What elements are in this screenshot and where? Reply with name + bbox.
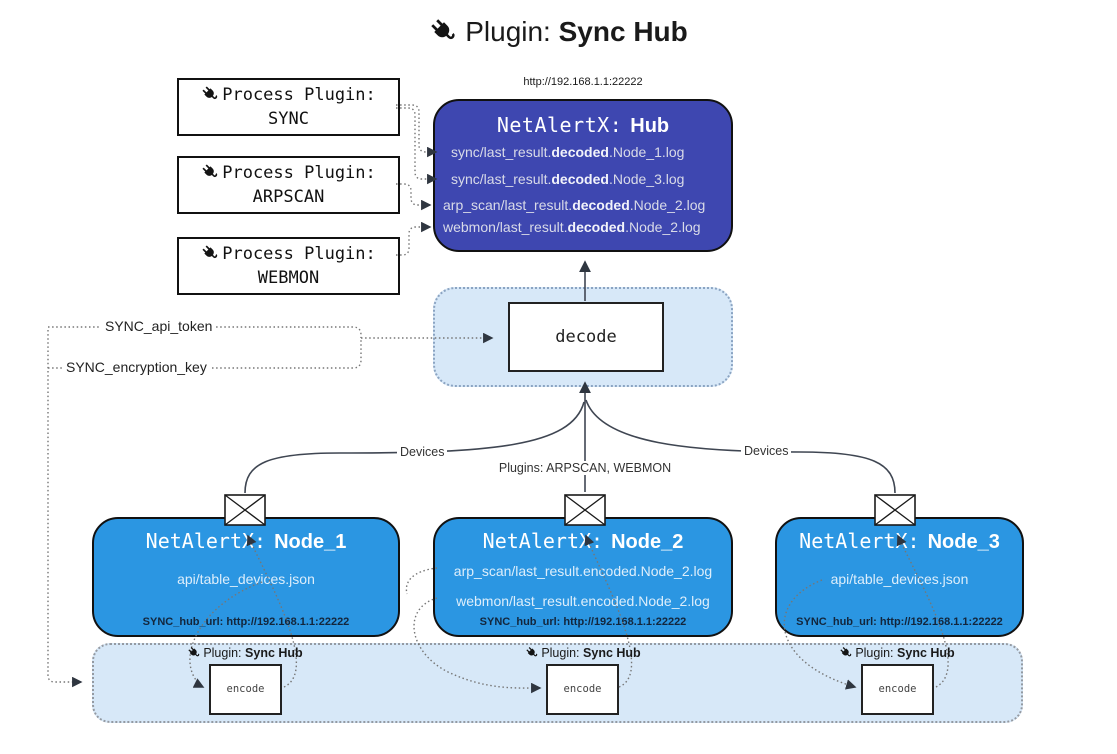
- log-suffix: .Node_2.log: [629, 197, 706, 213]
- band-plugin-label: Plugin: Sync Hub: [187, 646, 303, 660]
- node-title: NetAlertX: Node_1: [94, 529, 398, 554]
- node-hub-url: SYNC_hub_url: http://192.168.1.1:22222: [142, 616, 350, 628]
- process-plugin-label: Process Plugin:: [179, 242, 398, 266]
- band-plugin-label-name: Sync Hub: [583, 646, 641, 660]
- node-title: NetAlertX: Node_2: [435, 529, 731, 554]
- node-title-name: Node_3: [927, 531, 1000, 553]
- node-title: NetAlertX: Node_3: [777, 529, 1022, 554]
- band-plugin-label-name: Sync Hub: [897, 646, 955, 660]
- process-plugin-name: ARPSCAN: [252, 187, 325, 207]
- band-plugin-label-prefix: Plugin:: [855, 646, 894, 660]
- plug-icon: [525, 646, 539, 660]
- node-title-prefix: NetAlertX:: [799, 529, 920, 553]
- hub-log-line: arp_scan/last_result.decoded.Node_2.log: [443, 197, 727, 213]
- hub-log-line: sync/last_result.decoded.Node_1.log: [451, 144, 727, 160]
- sync-api-token-label: SYNC_api_token: [101, 318, 217, 334]
- log-prefix: sync/last_result.: [451, 144, 552, 160]
- band-plugin-label: Plugin: Sync Hub: [839, 646, 955, 660]
- plug-icon: [429, 17, 459, 47]
- node-title-prefix: NetAlertX:: [482, 529, 604, 553]
- hub-url-label: http://192.168.1.1:22222: [523, 76, 643, 88]
- log-bold: decoded: [551, 171, 609, 187]
- node-content-line: api/table_devices.json: [830, 571, 969, 587]
- plug-icon: [201, 163, 220, 182]
- log-suffix: .Node_2.log: [625, 219, 701, 235]
- hub-title: NetAlertX: Hub: [435, 113, 731, 138]
- process-plugin-name: SYNC: [268, 109, 309, 129]
- page-title: Plugin: Sync Hub: [0, 16, 1117, 48]
- node-hub-url: SYNC_hub_url: http://192.168.1.1:22222: [479, 616, 687, 628]
- node-title-name: Node_1: [274, 531, 347, 553]
- encode-box-node2: encode: [546, 664, 619, 715]
- edge-webmon-to-hub: [396, 221, 432, 256]
- node-content-line: webmon/last_result.encoded.Node_2.log: [456, 593, 710, 609]
- log-bold: decoded: [551, 144, 609, 160]
- process-plugin-webmon-box: Process Plugin: WEBMON: [177, 237, 400, 295]
- hub-title-name: Hub: [630, 115, 670, 137]
- process-plugin-label-text: Process Plugin:: [222, 163, 376, 183]
- log-bold: decoded: [567, 219, 626, 235]
- log-prefix: webmon/last_result.: [443, 219, 568, 235]
- plug-icon: [839, 646, 853, 660]
- node-title-prefix: NetAlertX:: [145, 529, 267, 553]
- band-plugin-label-name: Sync Hub: [245, 646, 303, 660]
- edge-sync-to-hub-2: [396, 107, 438, 185]
- log-suffix: .Node_1.log: [608, 144, 685, 160]
- node-2-box: NetAlertX: Node_2 arp_scan/last_result.en…: [433, 517, 733, 637]
- band-plugin-label-prefix: Plugin:: [541, 646, 580, 660]
- band-plugin-label-prefix: Plugin:: [203, 646, 242, 660]
- process-plugin-label: Process Plugin:: [179, 161, 398, 185]
- hub-log-line: webmon/last_result.decoded.Node_2.log: [443, 219, 727, 235]
- process-plugin-label: Process Plugin:: [179, 83, 398, 107]
- plug-icon: [187, 646, 201, 660]
- edge-sync-to-hub-1: [396, 104, 438, 158]
- sync-encryption-key-label: SYNC_encryption_key: [62, 359, 211, 375]
- devices-label-left: Devices: [397, 445, 448, 459]
- node-3-box: NetAlertX:Node_3 api/table_devices.json …: [775, 517, 1024, 637]
- plug-icon: [201, 244, 220, 263]
- encode-box-node1: encode: [209, 664, 282, 715]
- decode-box: decode: [508, 302, 664, 372]
- encode-box-node3: encode: [861, 664, 934, 715]
- process-plugin-label-text: Process Plugin:: [222, 85, 376, 105]
- page-title-name: Sync Hub: [558, 16, 688, 47]
- edge-settings-to-band: [47, 330, 83, 688]
- log-prefix: sync/last_result.: [451, 171, 552, 187]
- devices-label-right: Devices: [741, 444, 792, 458]
- hub-title-prefix: NetAlertX:: [496, 113, 623, 137]
- node-hub-url: SYNC_hub_url: http://192.168.1.1:22222: [796, 616, 1003, 628]
- process-plugin-name: WEBMON: [257, 268, 320, 288]
- hub-box: NetAlertX:Hub sync/last_result.decoded.N…: [433, 99, 733, 252]
- node-1-box: NetAlertX:Node_1 api/table_devices.json …: [92, 517, 400, 637]
- node-content-line: arp_scan/last_result.encoded.Node_2.log: [453, 563, 713, 579]
- log-bold: decoded: [572, 197, 630, 213]
- node-title-name: Node_2: [611, 531, 684, 553]
- process-plugin-sync-box: Process Plugin: SYNC: [177, 78, 400, 136]
- plug-icon: [201, 85, 220, 104]
- plugins-edge-label: Plugins: ARPSCAN, WEBMON: [495, 461, 675, 475]
- band-plugin-label: Plugin: Sync Hub: [525, 646, 641, 660]
- hub-log-line: sync/last_result.decoded.Node_3.log: [451, 171, 727, 187]
- page-title-prefix: Plugin:: [465, 16, 551, 47]
- edge-arpscan-to-hub: [396, 183, 432, 211]
- process-plugin-arpscan-box: Process Plugin: ARPSCAN: [177, 156, 400, 214]
- process-plugin-label-text: Process Plugin:: [222, 244, 376, 264]
- log-suffix: .Node_3.log: [608, 171, 685, 187]
- log-prefix: arp_scan/last_result.: [443, 197, 573, 213]
- node-content-line: api/table_devices.json: [177, 571, 315, 587]
